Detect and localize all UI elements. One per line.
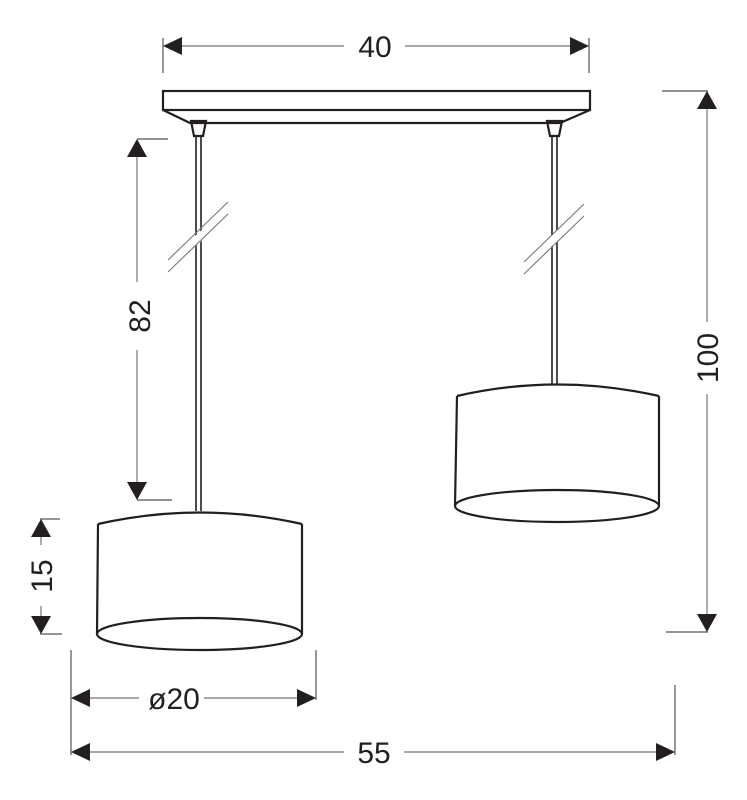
left-drum-shade [95,511,304,652]
left-shade-bottom-rim [95,616,304,652]
arrowhead-left-icon [163,37,182,55]
right-shade-bottom-rim [453,488,661,524]
right-cord-grip [545,119,564,138]
dimension-label-82: 82 [124,299,157,332]
dimension-label-100: 100 [692,333,725,383]
arrowhead-left-icon [71,743,90,761]
dimension-shade-height: 15 [26,518,62,635]
arrowhead-right-icon [656,743,675,761]
dimension-cord-length: 82 [124,138,172,501]
right-drum-shade [453,383,661,524]
canopy-base [162,108,591,125]
left-cord-grip [189,119,208,138]
right-shade-top [456,383,660,398]
canopy-plate [161,89,592,112]
arrowhead-right-icon [570,37,589,55]
arrowhead-left-icon [71,689,90,707]
dimension-label-diameter-20: ø20 [148,683,200,716]
dimension-canopy-width: 40 [162,31,590,73]
left-cord-break [167,201,233,273]
right-cord [551,136,558,384]
left-shade-top [97,511,303,526]
arrowhead-up-icon [697,91,717,109]
dimension-label-40: 40 [358,31,391,64]
dimension-total-height: 100 [662,90,725,633]
arrowhead-down-icon [697,614,717,632]
dimension-label-15: 15 [26,559,59,592]
arrowhead-down-icon [127,482,147,500]
right-cord-break [523,203,589,275]
dimension-label-55: 55 [357,737,390,770]
arrowhead-up-icon [127,139,147,157]
dimension-total-width: 55 [71,685,676,770]
canopy-bar [161,89,592,138]
arrowhead-down-icon [31,616,51,634]
dimension-shade-diameter: ø20 [70,650,317,755]
arrowhead-up-icon [31,519,51,537]
arrowhead-right-icon [297,689,316,707]
left-cord [195,136,202,511]
